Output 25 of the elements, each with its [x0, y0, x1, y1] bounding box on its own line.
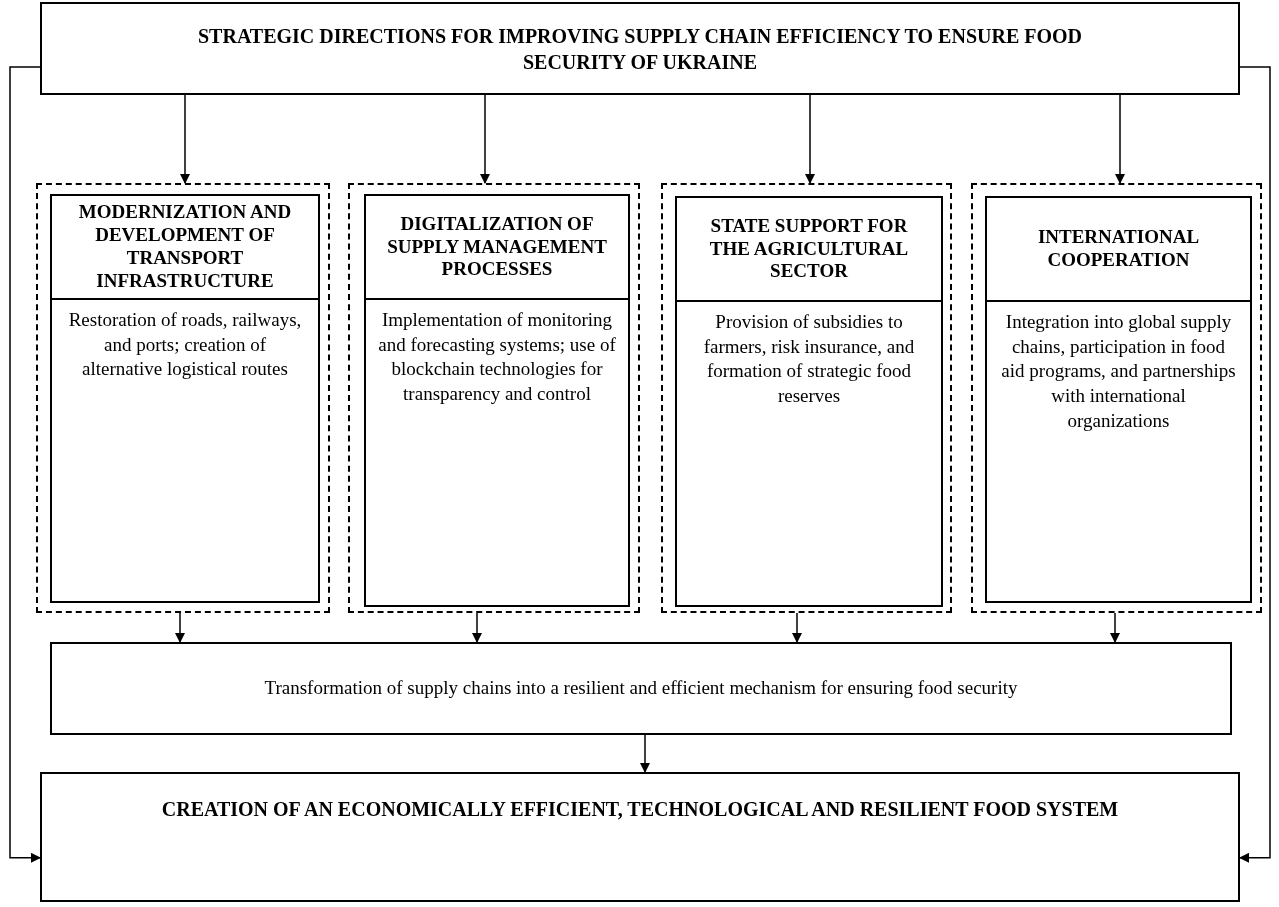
arrow [175, 612, 185, 643]
arrow [792, 612, 802, 643]
box-heading: STRATEGIC DIRECTIONS FOR IMPROVING SUPPLY CHAIN EFFICIENCY TO ENSURE FOOD SECURITY OF UKRAINE [197, 23, 1083, 75]
result-box [50, 642, 1232, 735]
direction-description: Implementation of monitoring and forecasting systems; use of blockchain technologies for transparency and control [378, 308, 616, 407]
heading-box [40, 772, 1240, 902]
arrow [640, 734, 650, 773]
arrow [480, 94, 490, 184]
direction-heading: STATE SUPPORT FOR THE AGRICULTURAL SECTOR [708, 214, 910, 284]
arrow [1110, 612, 1120, 643]
arrow [1115, 94, 1125, 184]
box-text: Transformation of supply chains into a resilient and efficient mechanism for ensuring food security [264, 676, 1018, 701]
direction-description: Restoration of roads, railways, and ports; creation of alternative logistical routes [67, 308, 303, 382]
box-heading: CREATION OF AN ECONOMICALLY EFFICIENT, TECHNOLOGICAL AND RESILIENT FOOD SYSTEM [161, 797, 1119, 822]
direction-description: Integration into global supply chains, participation in food aid programs, and partnerships with international organizations [1000, 310, 1237, 433]
arrow [805, 94, 815, 184]
heading-box [40, 2, 1240, 95]
direction-heading: DIGITALIZATION OF SUPPLY MANAGEMENT PROCESSES [386, 212, 608, 282]
arrow [1239, 66, 1271, 863]
arrow [472, 612, 482, 643]
arrow [180, 94, 190, 184]
arrow [9, 66, 41, 863]
direction-heading: MODERNIZATION AND DEVELOPMENT OF TRANSPORT INFRASTRUCTURE [77, 201, 293, 293]
direction-description: Provision of subsidies to farmers, risk insurance, and formation of strategic food reserves [702, 310, 916, 409]
direction-heading: INTERNATIONAL COOPERATION [1036, 226, 1201, 272]
